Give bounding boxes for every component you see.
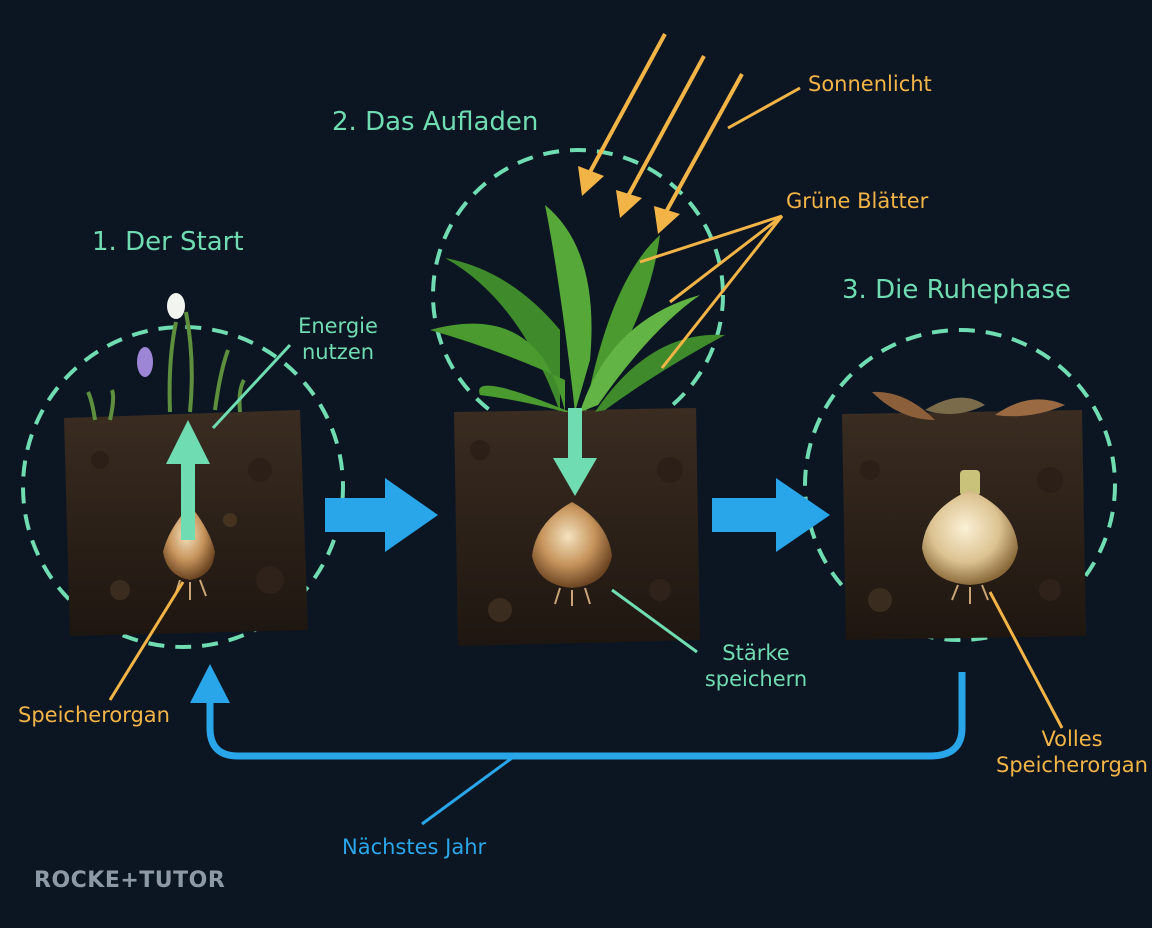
energie-pointer <box>211 343 292 430</box>
staerke-speichern-label: Stärke speichern <box>690 640 822 693</box>
energie-nutzen-label: Energie nutzen <box>280 313 396 366</box>
cycle-return-arrow <box>190 664 966 826</box>
arrow-stage1-to-stage2 <box>325 478 438 552</box>
green-leaves <box>430 205 725 412</box>
staerke-pointer <box>611 588 698 654</box>
sonnenlicht-pointer <box>727 86 801 130</box>
naechstes-jahr-label: Nächstes Jahr <box>342 835 487 859</box>
stage1-title: 1. Der Start <box>92 227 244 257</box>
volles-line2: Speicherorgan <box>996 753 1148 778</box>
stage2-bulb <box>532 502 612 588</box>
stage3-soil-block <box>842 391 1086 640</box>
stage1-circle <box>21 325 345 649</box>
arrow-stage2-to-stage3 <box>712 478 830 552</box>
sonnenlicht-label: Sonnenlicht <box>808 72 932 96</box>
speicherorgan-pointer <box>108 581 185 701</box>
stage1-bulb <box>163 505 215 580</box>
stage3-circle <box>803 328 1117 642</box>
volles-line1: Volles <box>1041 727 1103 751</box>
stage3-bulb <box>922 490 1018 585</box>
stage2-title: 2. Das Aufladen <box>332 107 539 137</box>
volles-speicherorgan-label: Volles Speicherorgan <box>994 726 1150 779</box>
rocketutor-logo: ROCKE+TUTOR <box>34 868 226 893</box>
volles-speicherorgan-pointer <box>988 591 1064 729</box>
energy-up-arrow <box>166 420 210 540</box>
gruene-blaetter-pointers <box>639 214 784 369</box>
energie-line1: Energie <box>298 314 378 338</box>
energie-line2: nutzen <box>301 340 375 365</box>
staerke-line1: Stärke <box>722 641 790 665</box>
starch-down-arrow <box>553 408 597 496</box>
stage2-soil-block <box>430 205 725 646</box>
stage3-title: 3. Die Ruhephase <box>842 275 1071 305</box>
staerke-line2: speichern <box>704 667 808 692</box>
sunlight-arrows <box>578 33 744 234</box>
gruene-blaetter-label: Grüne Blätter <box>786 189 929 213</box>
speicherorgan-label: Speicherorgan <box>18 703 170 727</box>
